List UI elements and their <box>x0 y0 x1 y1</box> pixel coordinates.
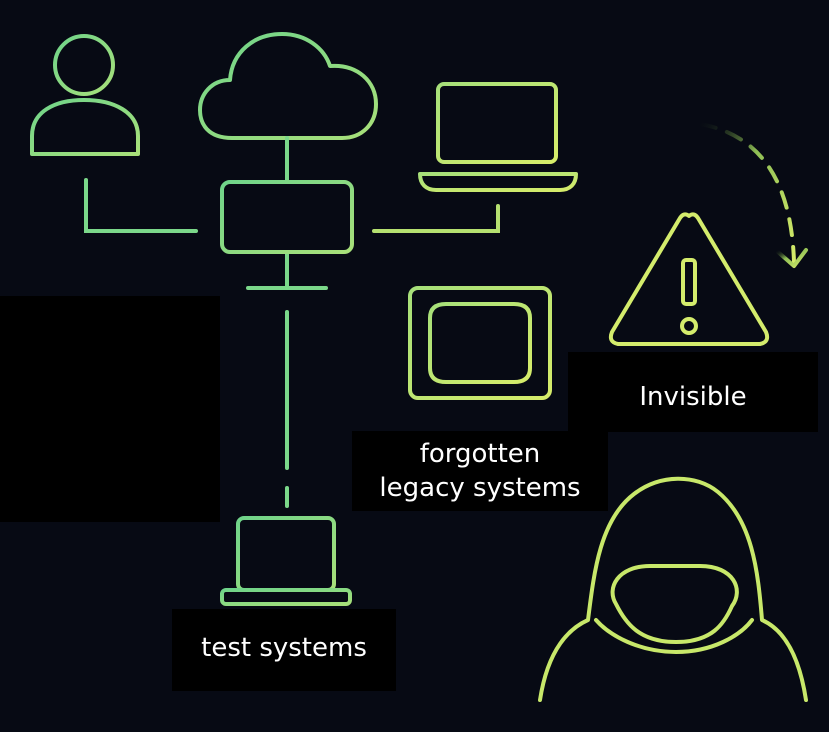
user-icon <box>30 34 140 156</box>
test-systems-text: test systems <box>201 633 367 663</box>
cloud-icon <box>198 32 378 140</box>
test-systems-label: test systems <box>172 609 396 691</box>
monitor-icon <box>408 286 552 416</box>
connectors <box>84 136 500 508</box>
server-icon <box>220 180 354 254</box>
invisible-text: Invisible <box>639 382 747 412</box>
laptop-icon <box>418 82 578 192</box>
hooded-attacker-icon <box>538 476 808 702</box>
legacy-line-2: legacy systems <box>379 473 581 503</box>
redaction-block <box>0 296 220 522</box>
invisible-label: Invisible <box>568 352 818 432</box>
dashed-arrow-icon <box>698 122 808 268</box>
legacy-systems-label: forgotten legacy systems <box>352 431 608 511</box>
test-laptop-icon <box>220 516 352 606</box>
legacy-line-1: forgotten <box>419 439 541 469</box>
warning-icon <box>608 212 770 346</box>
